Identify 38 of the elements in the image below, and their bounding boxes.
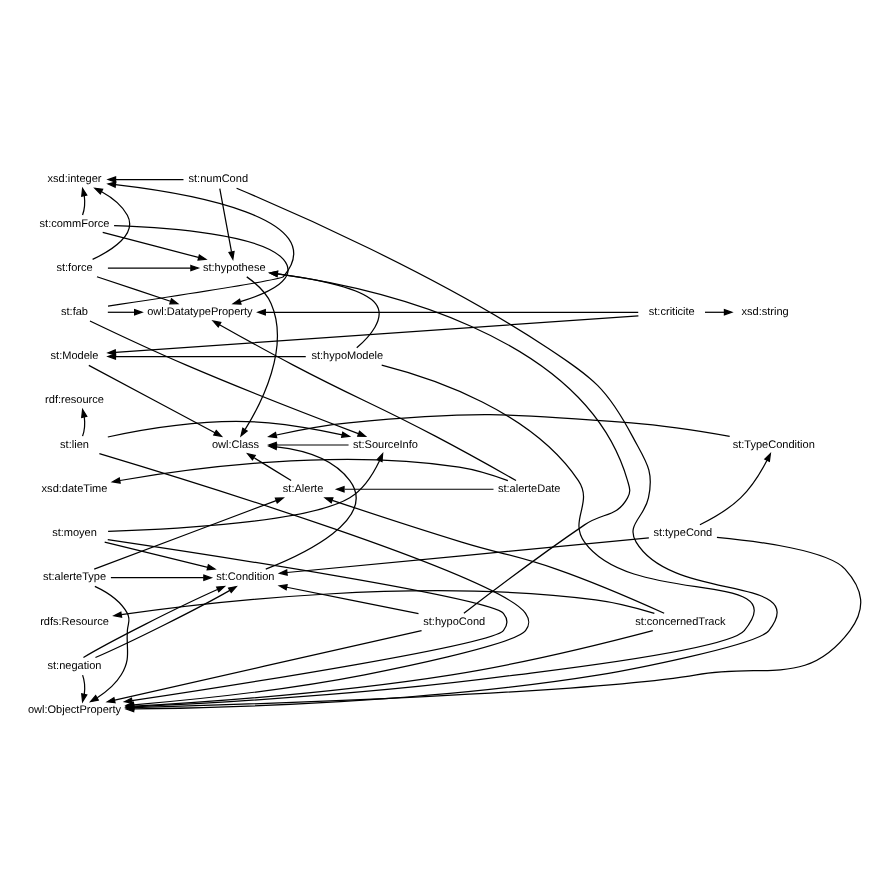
arrow: [80, 407, 87, 437]
arrow: [88, 585, 129, 703]
arrow: [698, 452, 771, 526]
arrow: [109, 458, 508, 484]
arrow: [210, 320, 516, 482]
arrow: [105, 181, 294, 307]
arrow: [80, 674, 87, 704]
arrow: [105, 176, 184, 183]
arrow: [87, 364, 223, 438]
arrow: [106, 308, 143, 316]
arrow: [266, 414, 730, 439]
arrow: [276, 537, 649, 576]
arrow: [103, 541, 216, 571]
arrow: [91, 187, 130, 261]
arrow: [255, 308, 638, 316]
arrow: [88, 320, 367, 437]
arrow: [276, 583, 419, 615]
arrow: [218, 188, 234, 261]
arrow: [267, 270, 379, 349]
arrow: [80, 186, 87, 216]
arrow: [106, 539, 507, 705]
arrow: [106, 420, 351, 439]
arrow: [95, 276, 179, 305]
arrow: [106, 264, 200, 272]
arrow: [106, 452, 383, 533]
arrow: [111, 590, 654, 619]
arrow: [333, 485, 494, 493]
arrow: [92, 497, 284, 570]
arrow: [245, 452, 291, 482]
arrow: [703, 308, 733, 316]
arrow: [104, 630, 422, 704]
arrow: [101, 231, 207, 261]
arrow: [112, 225, 288, 305]
arrow: [322, 497, 664, 614]
arrow: [105, 315, 638, 356]
arrow: [105, 353, 306, 360]
arrow: [239, 276, 277, 438]
arrow: [109, 574, 213, 582]
